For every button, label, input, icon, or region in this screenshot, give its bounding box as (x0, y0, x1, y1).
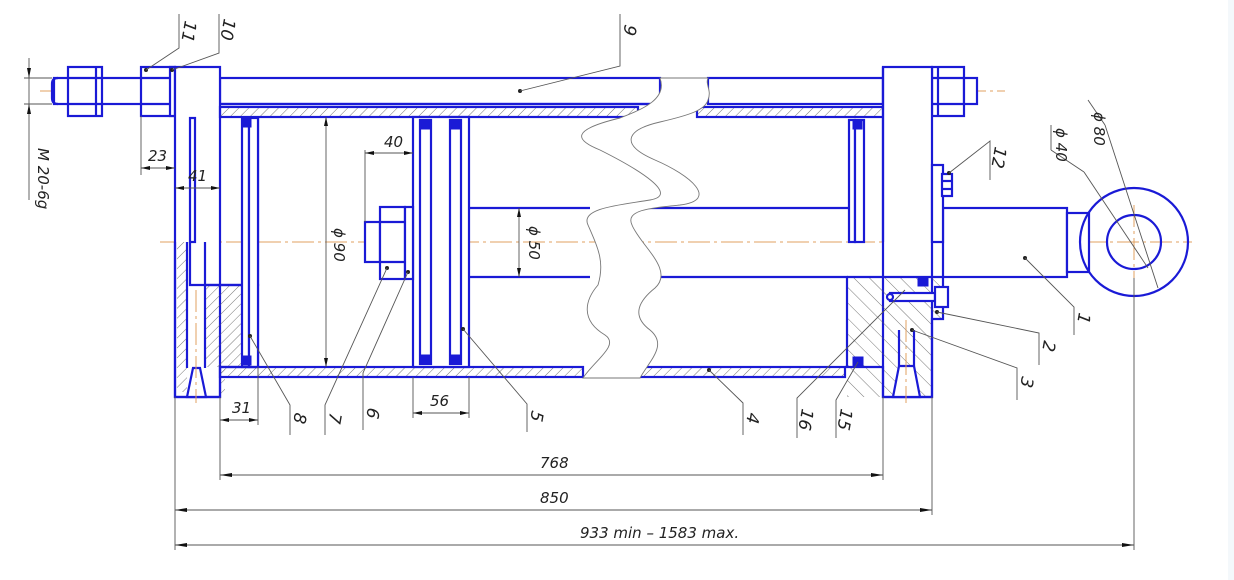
label-7: 7 (323, 411, 345, 425)
tie-rod (218, 76, 885, 106)
label-1: 1 (1072, 311, 1094, 325)
leader-labels: 11 10 9 12 1 2 3 4 16 15 5 6 7 8 (176, 17, 1093, 432)
label-16: 16 (793, 407, 816, 432)
label-11: 11 (176, 19, 199, 44)
label-4: 4 (741, 411, 763, 425)
tie-rod-right-thread (930, 65, 979, 118)
nut-right (930, 65, 966, 118)
leader-lines (144, 14, 1075, 438)
dim-eye-outer: ϕ 80 (1090, 112, 1108, 146)
dim-head-width: 41 (188, 167, 207, 185)
page-edge (1228, 0, 1234, 580)
arrowheads (27, 68, 1134, 547)
piston-rod (469, 206, 1091, 279)
tie-rod-left-thread (50, 65, 180, 118)
dim-port-offset: 31 (232, 399, 251, 417)
dim-stroke-range: 933 min – 1583 max. (580, 524, 739, 542)
dim-eye-inner: ϕ 40 (1052, 128, 1070, 162)
dim-thread: M 20-6g (34, 148, 52, 209)
label-6: 6 (361, 406, 383, 420)
label-9: 9 (618, 23, 640, 37)
dim-piston-width: 56 (430, 392, 449, 410)
piston (411, 115, 471, 369)
label-5: 5 (525, 409, 547, 423)
dim-bore-dia: ϕ 90 (330, 228, 348, 262)
label-15: 15 (832, 407, 855, 432)
break-lines (581, 77, 710, 379)
label-2: 2 (1037, 339, 1059, 353)
dim-nut-depth: 40 (384, 133, 403, 151)
dim-tube-length: 768 (540, 454, 569, 472)
label-3: 3 (1015, 375, 1037, 389)
label-8: 8 (288, 411, 310, 425)
right-head-cover (845, 65, 954, 403)
dim-body-length: 850 (540, 489, 569, 507)
piston-nut (363, 205, 415, 281)
label-12: 12 (986, 145, 1009, 170)
dim-rod-dia: ϕ 50 (525, 226, 543, 260)
dim-nut-offset: 23 (148, 147, 167, 165)
label-10: 10 (215, 17, 238, 42)
